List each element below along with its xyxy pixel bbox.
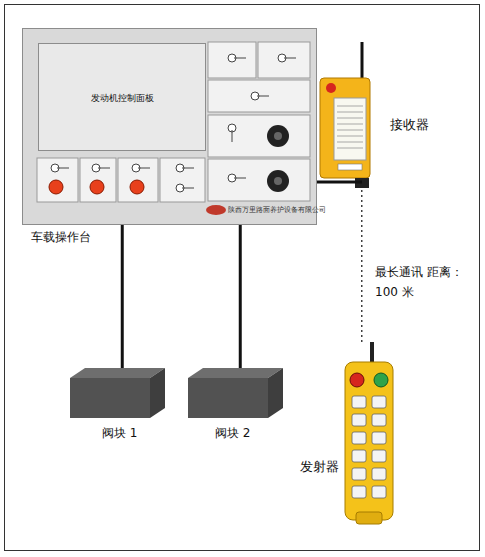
cable [239,225,242,368]
outer-frame [5,5,480,551]
valve-label: 阀块 1 [102,425,137,442]
cable [121,225,124,368]
edge-label: 最长通讯 距离：100 米 [375,262,467,303]
control-console: 车载操作台发动机控制面板 [22,28,317,225]
valve-label: 阀块 2 [215,425,250,442]
engine-control-panel: 发动机控制面板 [38,43,206,151]
knobs [267,125,289,192]
receiver-unit: 接收器 [320,78,370,178]
valve-block-illustration [70,368,283,418]
transmitter-illustration [345,342,393,524]
company-name: 陕西万里路面养护设备有限公司 [228,206,326,215]
transmitter-label: 发射器 [300,458,339,476]
cable [317,181,362,184]
panel-controls [37,42,310,202]
company-logo [206,205,226,215]
toggle-switches [51,54,296,192]
console-label: 车载操作台 [31,229,91,246]
receiver-illustration [320,42,370,188]
valve-block: 阀块 1 [70,368,165,418]
red-buttons [49,180,144,194]
valve-block: 阀块 2 [188,368,283,418]
receiver-label: 接收器 [390,116,429,134]
panel-title: 发动机控制面板 [39,92,205,105]
transmitter-unit: 发射器 [345,342,393,524]
wireless-link [361,190,362,342]
